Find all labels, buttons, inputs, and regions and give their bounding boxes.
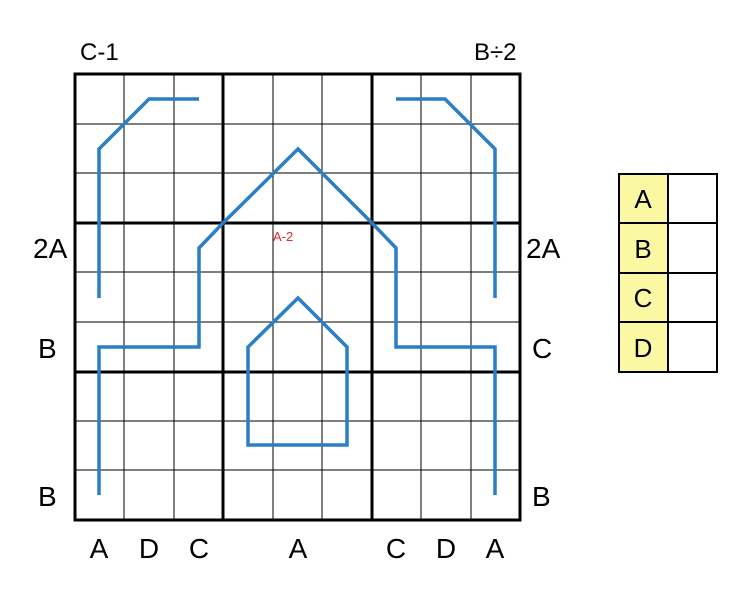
path-roof	[221, 146, 374, 225]
key-letter-b: B	[634, 234, 651, 264]
key-letter-a: A	[634, 184, 652, 214]
path-left-step	[97, 221, 225, 495]
key-letter-c: C	[634, 283, 653, 313]
bottom-clues: A D C A C D A	[90, 533, 505, 564]
clue-bottom-5: C	[386, 533, 406, 564]
clue-bottom-3: C	[189, 533, 209, 564]
letter-key-table: A B C D	[618, 173, 718, 373]
path-top-left	[97, 97, 199, 298]
grid-block-borders	[73, 72, 522, 522]
clue-bottom-1: A	[90, 533, 109, 564]
clue-bottom-2: D	[139, 533, 159, 564]
grid-thin-lines	[75, 74, 520, 520]
key-answer-b[interactable]	[669, 224, 716, 272]
clue-top-right: B÷2	[474, 39, 517, 66]
path-house	[246, 295, 349, 447]
key-answer-a[interactable]	[669, 175, 716, 222]
clue-inner: A-2	[273, 229, 293, 244]
key-answer-d[interactable]	[669, 323, 716, 371]
clue-bottom-4: A	[289, 533, 308, 564]
clue-right-1: 2A	[526, 233, 561, 264]
key-letter-d: D	[634, 333, 653, 363]
clue-left-2: B	[38, 333, 57, 364]
path-top-right	[396, 97, 497, 298]
clue-top-left: C-1	[80, 39, 119, 66]
clue-left-3: B	[38, 481, 57, 512]
path-lines	[97, 97, 497, 495]
path-right-step	[370, 221, 497, 495]
key-answer-c[interactable]	[669, 274, 716, 321]
clue-bottom-6: D	[436, 533, 456, 564]
clue-bottom-7: A	[486, 533, 505, 564]
clue-left-1: 2A	[33, 233, 68, 264]
clue-right-2: C	[532, 333, 552, 364]
clue-right-3: B	[532, 481, 551, 512]
